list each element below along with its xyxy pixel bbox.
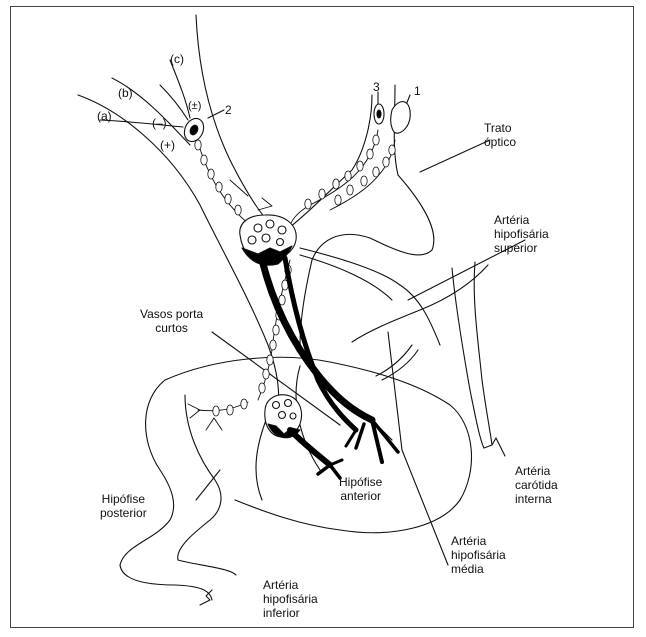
label-a: (a) [97, 109, 112, 123]
figure-frame [10, 6, 634, 628]
axon-bead [372, 134, 380, 146]
label-number-2: 2 [225, 103, 232, 117]
axon-bead [200, 154, 208, 166]
neuron-chains [194, 129, 396, 412]
axon-bead [194, 139, 202, 151]
axon-bead [240, 398, 248, 410]
axon-bead [224, 193, 232, 205]
axon-bead [226, 404, 234, 416]
label-hipofise-anterior: Hipófise anterior [339, 475, 383, 503]
axon-bead [344, 170, 352, 182]
label-c: (c) [170, 52, 184, 66]
lower-capillary-plexus [264, 394, 303, 439]
label-number-3: 3 [373, 80, 380, 94]
axon-bead [318, 188, 326, 200]
axon-bead [304, 198, 312, 210]
axon-beads [194, 134, 396, 417]
label-vasos-porta-curtos: Vasos porta curtos [140, 307, 204, 335]
axon-bead [269, 339, 277, 351]
axon-bead [278, 294, 286, 306]
axon-bead [207, 168, 215, 180]
axon-bead [234, 204, 242, 216]
axon-bead [346, 184, 354, 196]
axon-bead [388, 144, 396, 156]
label-number-1: 1 [414, 84, 421, 98]
label-arteria-carotida-interna: Artéria carótida interna [515, 464, 558, 506]
artery-lines [299, 139, 526, 566]
axon-bead [266, 354, 274, 366]
axon-bead [212, 405, 220, 417]
axon-bead [272, 324, 280, 336]
pituitary-lobes [119, 356, 472, 606]
label-trato-optico: Trato óptico [484, 121, 517, 149]
axon-bead [262, 368, 270, 380]
label-plusminus: (±) [188, 100, 202, 112]
portal-vessels [258, 255, 400, 480]
axon-bead [366, 148, 374, 160]
label-arteria-hipofisaria-media: Artéria hipofisária média [451, 534, 506, 576]
axon-bead [382, 156, 390, 168]
axon-bead [372, 166, 380, 178]
upper-capillary-plexus [239, 214, 297, 266]
label-minus: (–) [152, 116, 167, 130]
label-arteria-hipofisaria-superior: Artéria hipofisária superior [494, 213, 549, 255]
posterior-terminals [187, 179, 273, 431]
label-plus: (+) [160, 138, 175, 152]
axon-bead [258, 382, 266, 394]
axon-bead [356, 160, 364, 172]
label-hipofise-posterior: Hipófise posterior [100, 492, 147, 520]
infundibulum-outline [77, 14, 435, 411]
label-b: (b) [118, 86, 133, 100]
pointer-lines [195, 91, 506, 501]
axon-bead [334, 194, 342, 206]
axon-bead [332, 178, 340, 190]
neuron-bodies [99, 59, 411, 143]
label-arteria-hipofisaria-inferior: Artéria hipofisária inferior [263, 578, 318, 620]
axon-bead [215, 181, 223, 193]
axon-bead [360, 175, 368, 187]
